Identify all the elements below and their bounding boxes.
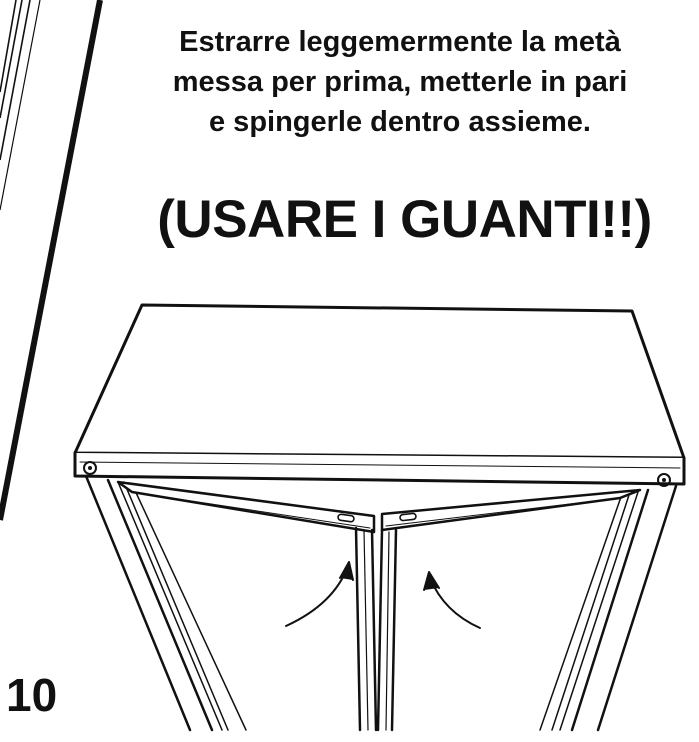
instruction-line: e spingerle dentro assieme. <box>209 106 591 138</box>
step-number: 10 <box>6 669 58 721</box>
page-divider <box>0 0 103 521</box>
instruction-line: Estrarre leggemermente la metà <box>179 26 621 58</box>
gloves-warning: (USARE I GUANTI!!) <box>157 190 652 249</box>
cabinet-drawing <box>73 303 686 732</box>
instruction-text: Estrarre leggemermente la metà messa per… <box>120 22 680 142</box>
instruction-line: messa per prima, metterle in pari <box>172 66 628 98</box>
